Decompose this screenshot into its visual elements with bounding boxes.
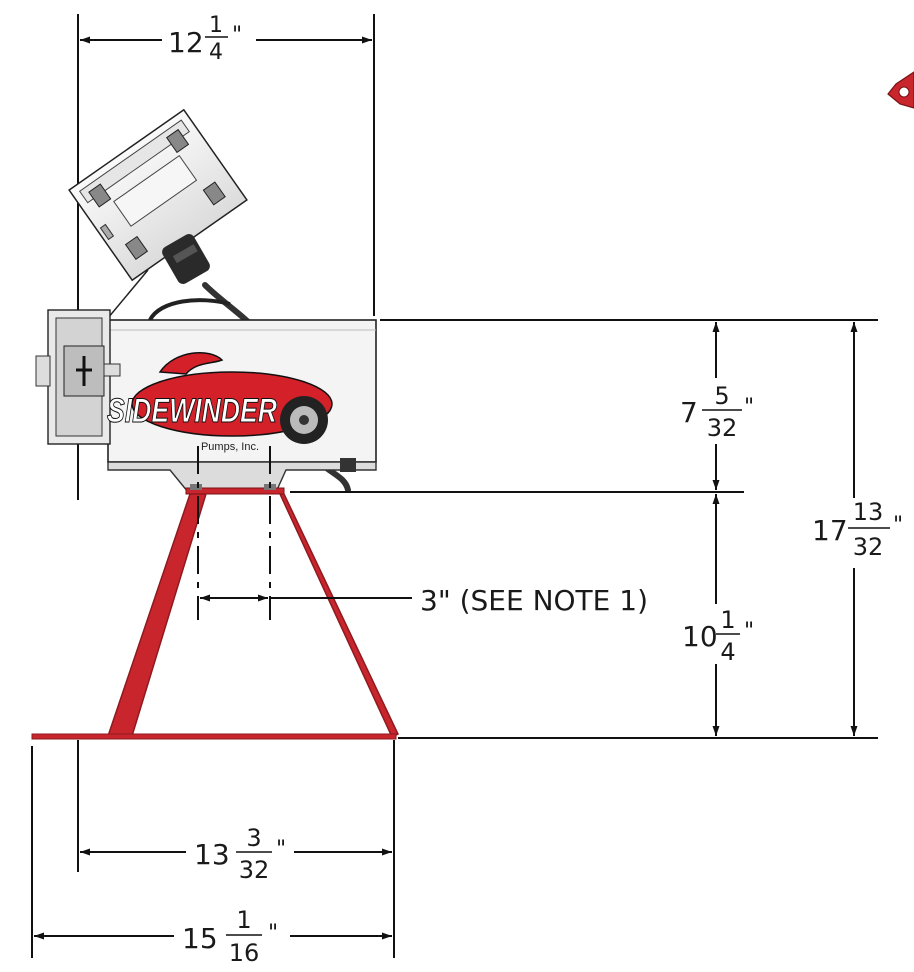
dim-stand-height-whole: 10: [682, 620, 718, 653]
dim-stand-height-den: 4: [720, 638, 735, 666]
dim-base-width-unit: ": [276, 837, 286, 862]
bolt-centerlines: [197, 446, 271, 620]
dim-overall-width-den: 16: [229, 939, 260, 967]
logo-subtext: Pumps, Inc.: [201, 441, 259, 453]
dim-extension-lines: [290, 319, 878, 739]
red-stand: [31, 484, 399, 740]
dim-stand-height-unit: ": [744, 619, 754, 644]
dim-total-height-unit: ": [893, 513, 903, 538]
pump-assembly: SIDEWINDER Pumps, Inc.: [35, 108, 377, 493]
dim-total-height-den: 32: [853, 533, 884, 561]
dim-upper-height-num: 5: [714, 382, 729, 410]
dim-base-width-num: 3: [246, 824, 261, 852]
dim-top-width-num: 1: [209, 13, 223, 38]
dim-bolt-spacing: 3" (SEE NOTE 1): [200, 584, 648, 617]
dim-total-height: 17 13 32 ": [812, 322, 903, 736]
dim-top-width-unit: ": [232, 23, 242, 48]
dim-total-height-num: 13: [853, 498, 884, 526]
dim-base-width-whole: 13: [194, 838, 230, 871]
dim-upper-height-whole: 7: [680, 396, 698, 429]
dim-overall-width-num: 1: [236, 906, 251, 934]
dim-base-width: 13 3 32 ": [80, 824, 392, 884]
dim-bolt-spacing-label: 3" (SEE NOTE 1): [420, 584, 648, 617]
pump-head: [35, 309, 121, 445]
logo-text: SIDEWINDER: [107, 392, 277, 430]
dim-stand-height-num: 1: [720, 606, 735, 634]
dim-overall-width-unit: ": [268, 921, 278, 946]
red-part-fragment: [887, 71, 914, 109]
dim-top-width-den: 4: [209, 40, 223, 65]
dim-upper-height-den: 32: [707, 414, 738, 442]
cable-connector: [162, 234, 210, 284]
controller-box: [68, 108, 248, 282]
dim-bottom-extension-lines: [31, 740, 395, 958]
dim-total-height-whole: 17: [812, 514, 848, 547]
dim-upper-height-unit: ": [744, 395, 754, 420]
dim-overall-width: 15 1 16 ": [34, 906, 392, 967]
dim-upper-height: 7 5 32 ": [680, 322, 754, 490]
dim-top-width-whole: 12: [168, 26, 204, 59]
sidewinder-logo: SIDEWINDER Pumps, Inc.: [107, 352, 333, 453]
dim-base-width-den: 32: [239, 856, 270, 884]
dim-overall-width-whole: 15: [182, 922, 218, 955]
dim-stand-height: 10 1 4 ": [682, 494, 754, 736]
